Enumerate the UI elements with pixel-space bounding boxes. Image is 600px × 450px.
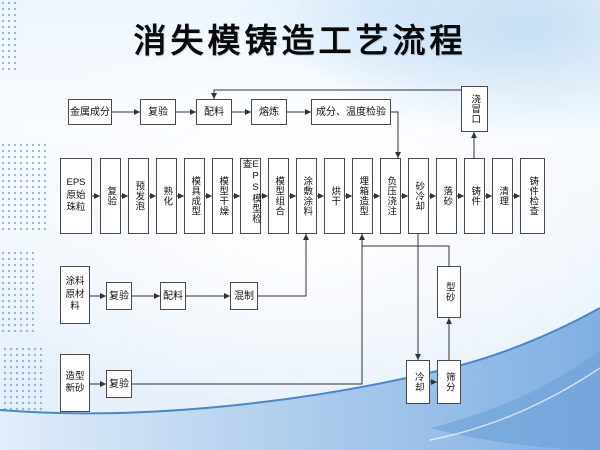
- box-coating-reinspection: 复验: [106, 282, 132, 310]
- box-label: 冷却: [412, 372, 424, 392]
- box-label: 复验: [109, 378, 129, 390]
- box-composition-temperature-check: 成分、温度检验: [311, 99, 391, 125]
- box-sand-cooling: 砂冷却: [408, 158, 429, 234]
- box-label: 埋箱造型: [357, 176, 369, 216]
- box-shakeout: 落砂: [436, 158, 457, 234]
- box-label: 配料: [204, 106, 224, 118]
- slide-title: 消失模铸造工艺流程: [133, 24, 467, 60]
- box-molding-sand: 型砂: [437, 266, 461, 318]
- box-pattern-assembly: 模型组合: [268, 158, 289, 234]
- box-sand-recool: 冷却: [406, 360, 430, 404]
- box-curing: 熟化: [156, 158, 177, 234]
- box-label: 铸件检查: [527, 176, 539, 216]
- box-label: 混制: [234, 290, 254, 302]
- box-label: 烘干: [329, 186, 341, 206]
- box-label: 型砂: [443, 282, 455, 302]
- box-drying: 烘干: [324, 158, 345, 234]
- box-eps-raw-beads: EPS 原始 珠粒: [60, 158, 92, 234]
- box-metal-reinspection: 复验: [140, 99, 176, 125]
- box-metal-composition: 金属成分: [68, 99, 112, 125]
- box-pre-foaming: 预发泡: [128, 158, 149, 234]
- box-coating-mixing: 混制: [230, 282, 258, 310]
- box-sieving: 筛分: [437, 360, 461, 404]
- box-label: 模型组合: [273, 176, 285, 216]
- box-label: 熔炼: [259, 106, 279, 118]
- box-label: 模具成型: [189, 176, 201, 216]
- box-label: 成分、温度检验: [316, 106, 386, 118]
- box-new-molding-sand: 造型 新砂: [60, 354, 90, 412]
- box-label: EPS 原始 珠粒: [66, 177, 86, 214]
- box-cleaning: 清理: [492, 158, 513, 234]
- box-batching: 配料: [196, 99, 232, 125]
- box-mold-forming: 模具成型: [184, 158, 205, 234]
- box-label: 筛分: [443, 372, 455, 392]
- box-label: 涂料 原材 料: [65, 276, 85, 313]
- box-melting: 熔炼: [251, 99, 287, 125]
- box-vacuum-pouring: 负压浇注: [380, 158, 401, 234]
- box-label: 涂敷涂料: [301, 176, 313, 216]
- box-label: 预发泡: [133, 181, 145, 211]
- box-pattern-drying: 模型干燥: [212, 158, 233, 234]
- halftone-dots: [0, 142, 48, 234]
- halftone-dots: [0, 0, 20, 72]
- box-label: 模型干燥: [217, 176, 229, 216]
- box-label: 复验: [109, 290, 129, 302]
- box-eps-reinspection: 复验: [100, 158, 121, 234]
- box-label: 熟化: [161, 186, 173, 206]
- box-label: 金属成分: [70, 106, 110, 118]
- box-label: 砂冷却: [413, 181, 425, 211]
- box-label: 造型 新砂: [65, 370, 85, 394]
- box-label: 落砂: [441, 186, 453, 206]
- box-flask-molding: 埋箱造型: [352, 158, 373, 234]
- box-label: 配料: [163, 290, 183, 302]
- halftone-dots: [0, 250, 34, 332]
- box-casting-inspection: 铸件检查: [520, 158, 545, 234]
- box-coating-application: 涂敷涂料: [296, 158, 317, 234]
- box-sand-reinspection: 复验: [106, 370, 132, 398]
- box-gating-riser: 浇冒口: [461, 86, 488, 132]
- box-eps-pattern-inspection: EPS模型检查: [240, 158, 261, 234]
- box-label: 负压浇注: [385, 176, 397, 216]
- box-coating-batching: 配料: [160, 282, 186, 310]
- box-casting: 铸件: [464, 158, 485, 234]
- box-label: 铸件: [469, 186, 481, 206]
- box-label: 复验: [105, 186, 117, 206]
- box-label: 清理: [497, 186, 509, 206]
- box-label: EPS模型检查: [240, 159, 262, 224]
- box-coating-raw-materials: 涂料 原材 料: [60, 266, 90, 324]
- box-label: 复验: [148, 106, 168, 118]
- box-label: 浇冒口: [469, 94, 481, 124]
- bottom-wave: [0, 307, 600, 450]
